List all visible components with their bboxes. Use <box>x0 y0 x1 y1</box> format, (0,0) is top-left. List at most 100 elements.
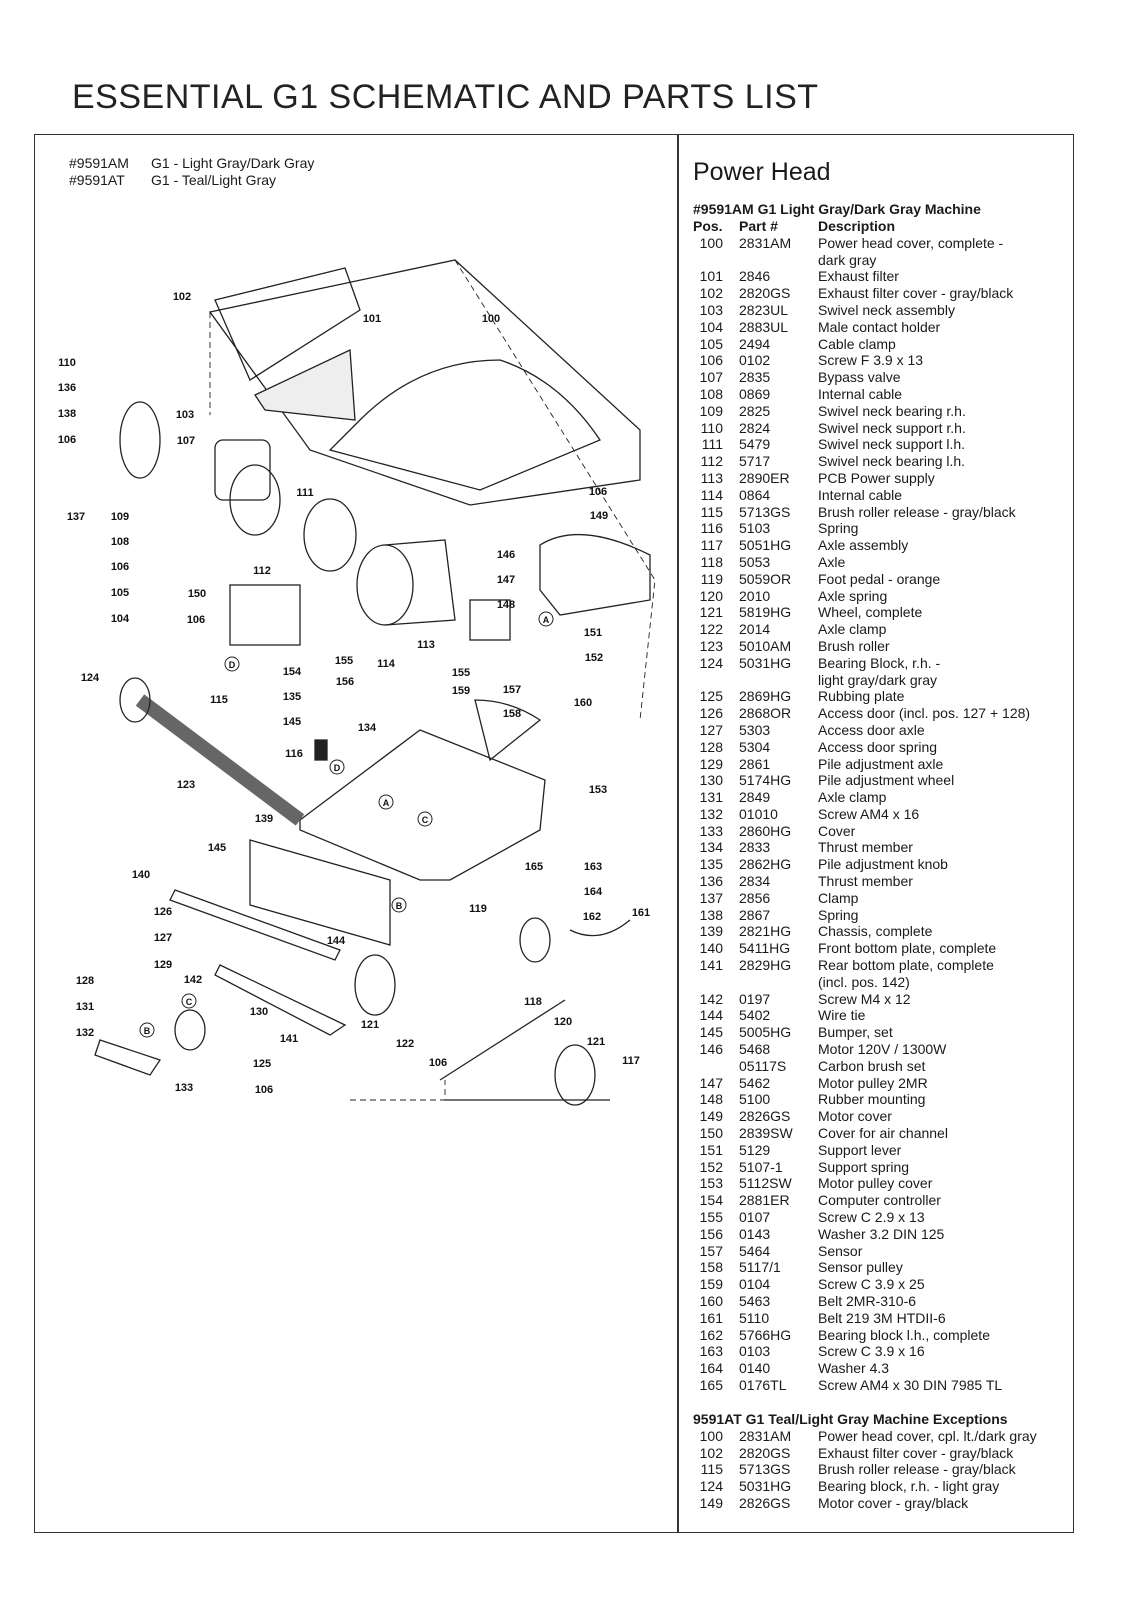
part-description: Internal cable <box>818 385 903 402</box>
part-description: Washer 4.3 <box>818 1360 890 1377</box>
part-number: 5303 <box>739 721 771 738</box>
part-number: 5051HG <box>739 537 792 554</box>
callout-label: 141 <box>280 1033 298 1045</box>
part-description: Thrust member <box>818 873 913 890</box>
callout-label: 136 <box>58 382 76 394</box>
callout-label: 119 <box>469 903 487 915</box>
callout-label: 163 <box>584 861 602 873</box>
callout-label: 124 <box>81 672 100 684</box>
dashed-guides <box>209 259 656 1101</box>
callout-label: 140 <box>132 869 150 881</box>
part-description: Bearing block l.h., complete <box>818 1326 990 1343</box>
part-number: 5112SW <box>739 1175 792 1192</box>
part-description: Power head cover, complete - dark gray <box>818 234 1004 268</box>
callout-label: B <box>396 901 403 911</box>
part-position: 129 <box>699 755 723 772</box>
part-position: 117 <box>700 537 723 554</box>
part-number: 2867 <box>739 906 771 923</box>
part-number: 2834 <box>739 873 771 890</box>
part-position: 161 <box>699 1309 723 1326</box>
callout-label: 138 <box>58 408 76 420</box>
part-number: 01010 <box>739 805 778 822</box>
part-description: Bypass valve <box>818 369 901 386</box>
part-position: 103 <box>699 301 723 318</box>
callout-label: 114 <box>377 658 396 670</box>
callout-label: 152 <box>585 652 603 664</box>
callout-label: 106 <box>429 1057 447 1069</box>
callout-label: 122 <box>396 1038 414 1050</box>
part-description: Motor cover - gray/black <box>818 1494 969 1511</box>
part-description: PCB Power supply <box>818 469 935 486</box>
part-description: Wire tie <box>818 1007 866 1024</box>
part-number: 2820GS <box>739 1444 791 1461</box>
part-number: 2014 <box>739 621 771 638</box>
part-number: 5766HG <box>739 1326 792 1343</box>
part-description: Axle <box>818 553 846 570</box>
callout-label: 102 <box>173 291 191 303</box>
part-description: Pile adjustment wheel <box>818 772 955 789</box>
part-position: 146 <box>699 1041 723 1058</box>
bumper <box>249 839 391 946</box>
model-name: G1 - Light Gray/Dark Gray <box>151 155 315 171</box>
part-number: 5713GS <box>739 1461 791 1478</box>
callout-label: 148 <box>497 599 515 611</box>
part-number: 2860HG <box>739 822 792 839</box>
swivel-support <box>303 498 357 572</box>
part-description: Support lever <box>818 1141 902 1158</box>
part-position: 136 <box>699 873 723 890</box>
part-position: 124 <box>699 1478 723 1495</box>
part-number: 0102 <box>739 352 771 369</box>
callout-label: 132 <box>76 1027 94 1039</box>
part-number: 5005HG <box>739 1024 792 1041</box>
callout-label: 129 <box>154 959 172 971</box>
part-description: Pile adjustment axle <box>818 755 944 772</box>
model-code: #9591AM <box>69 155 129 171</box>
part-drawings <box>94 259 651 1106</box>
part-description: Washer 3.2 DIN 125 <box>818 1225 945 1242</box>
callout-label: 145 <box>283 716 301 728</box>
part-position: 101 <box>699 268 723 285</box>
callout-label: 161 <box>632 907 650 919</box>
part-number: 5100 <box>739 1091 771 1108</box>
callout-label: 110 <box>58 357 76 369</box>
part-position: 158 <box>699 1259 723 1276</box>
part-description: Swivel neck assembly <box>818 301 955 318</box>
part-number: 2881ER <box>739 1192 790 1209</box>
part-number: 2869HG <box>739 688 792 705</box>
part-position: 151 <box>699 1141 723 1158</box>
part-number: 2010 <box>739 587 771 604</box>
reference-circle <box>329 759 345 775</box>
part-description: Internal cable <box>818 486 903 503</box>
swivel-support-rh <box>119 401 161 479</box>
section-title: Power Head <box>693 158 831 186</box>
exceptions-heading: 9591AT G1 Teal/Light Gray Machine Except… <box>693 1410 1008 1427</box>
part-description: Cover <box>818 822 856 839</box>
part-number: 0104 <box>739 1276 771 1293</box>
part-position: 150 <box>699 1125 723 1142</box>
part-position: 139 <box>699 923 723 940</box>
model-code: #9591AT <box>69 172 125 188</box>
main-list-heading: #9591AM G1 Light Gray/Dark Gray Machine <box>693 201 981 217</box>
part-position: 106 <box>699 352 723 369</box>
part-number: 0197 <box>739 990 771 1007</box>
callout-label: 103 <box>176 409 194 421</box>
callout-label: 126 <box>154 906 172 918</box>
part-number: 2829HG <box>739 957 792 974</box>
part-number: 2833 <box>739 839 771 856</box>
part-position: 157 <box>699 1242 723 1259</box>
callout-label: 118 <box>524 996 542 1008</box>
part-position: 156 <box>699 1225 723 1242</box>
